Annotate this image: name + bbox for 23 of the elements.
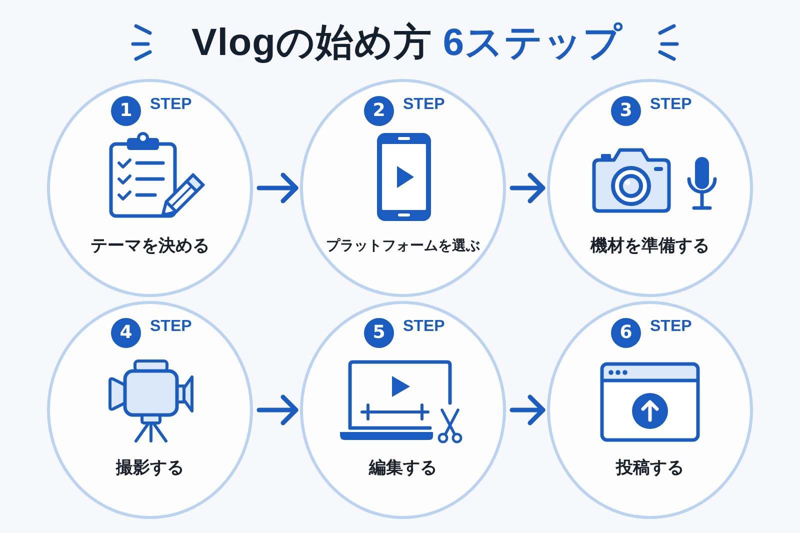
step-caption: プラットフォームを選ぶ bbox=[326, 237, 480, 256]
arrow bbox=[256, 172, 298, 204]
step-caption: 機材を準備する bbox=[590, 235, 710, 258]
number-badge: 3 bbox=[611, 96, 641, 126]
number-badge: 6 bbox=[611, 318, 641, 348]
step-caption: 投稿する bbox=[616, 457, 684, 480]
step-label: STEP bbox=[650, 96, 692, 114]
step-label: STEP bbox=[403, 96, 445, 114]
number-badge: 1 bbox=[111, 96, 141, 126]
number-badge: 2 bbox=[364, 96, 394, 126]
step-label: STEP bbox=[150, 318, 192, 336]
arrow bbox=[510, 172, 546, 204]
title: Vlogの始め方 6ステップ bbox=[191, 21, 623, 66]
step-caption: テーマを決める bbox=[90, 235, 210, 258]
step-caption: 撮影する bbox=[116, 457, 184, 480]
number-badge: 4 bbox=[111, 318, 141, 348]
step-label: STEP bbox=[150, 96, 192, 114]
step-label: STEP bbox=[403, 318, 445, 336]
arrow bbox=[256, 394, 298, 426]
number-badge: 5 bbox=[364, 318, 394, 348]
step-caption: 編集する bbox=[369, 457, 437, 480]
arrow bbox=[510, 394, 546, 426]
step-label: STEP bbox=[650, 318, 692, 336]
